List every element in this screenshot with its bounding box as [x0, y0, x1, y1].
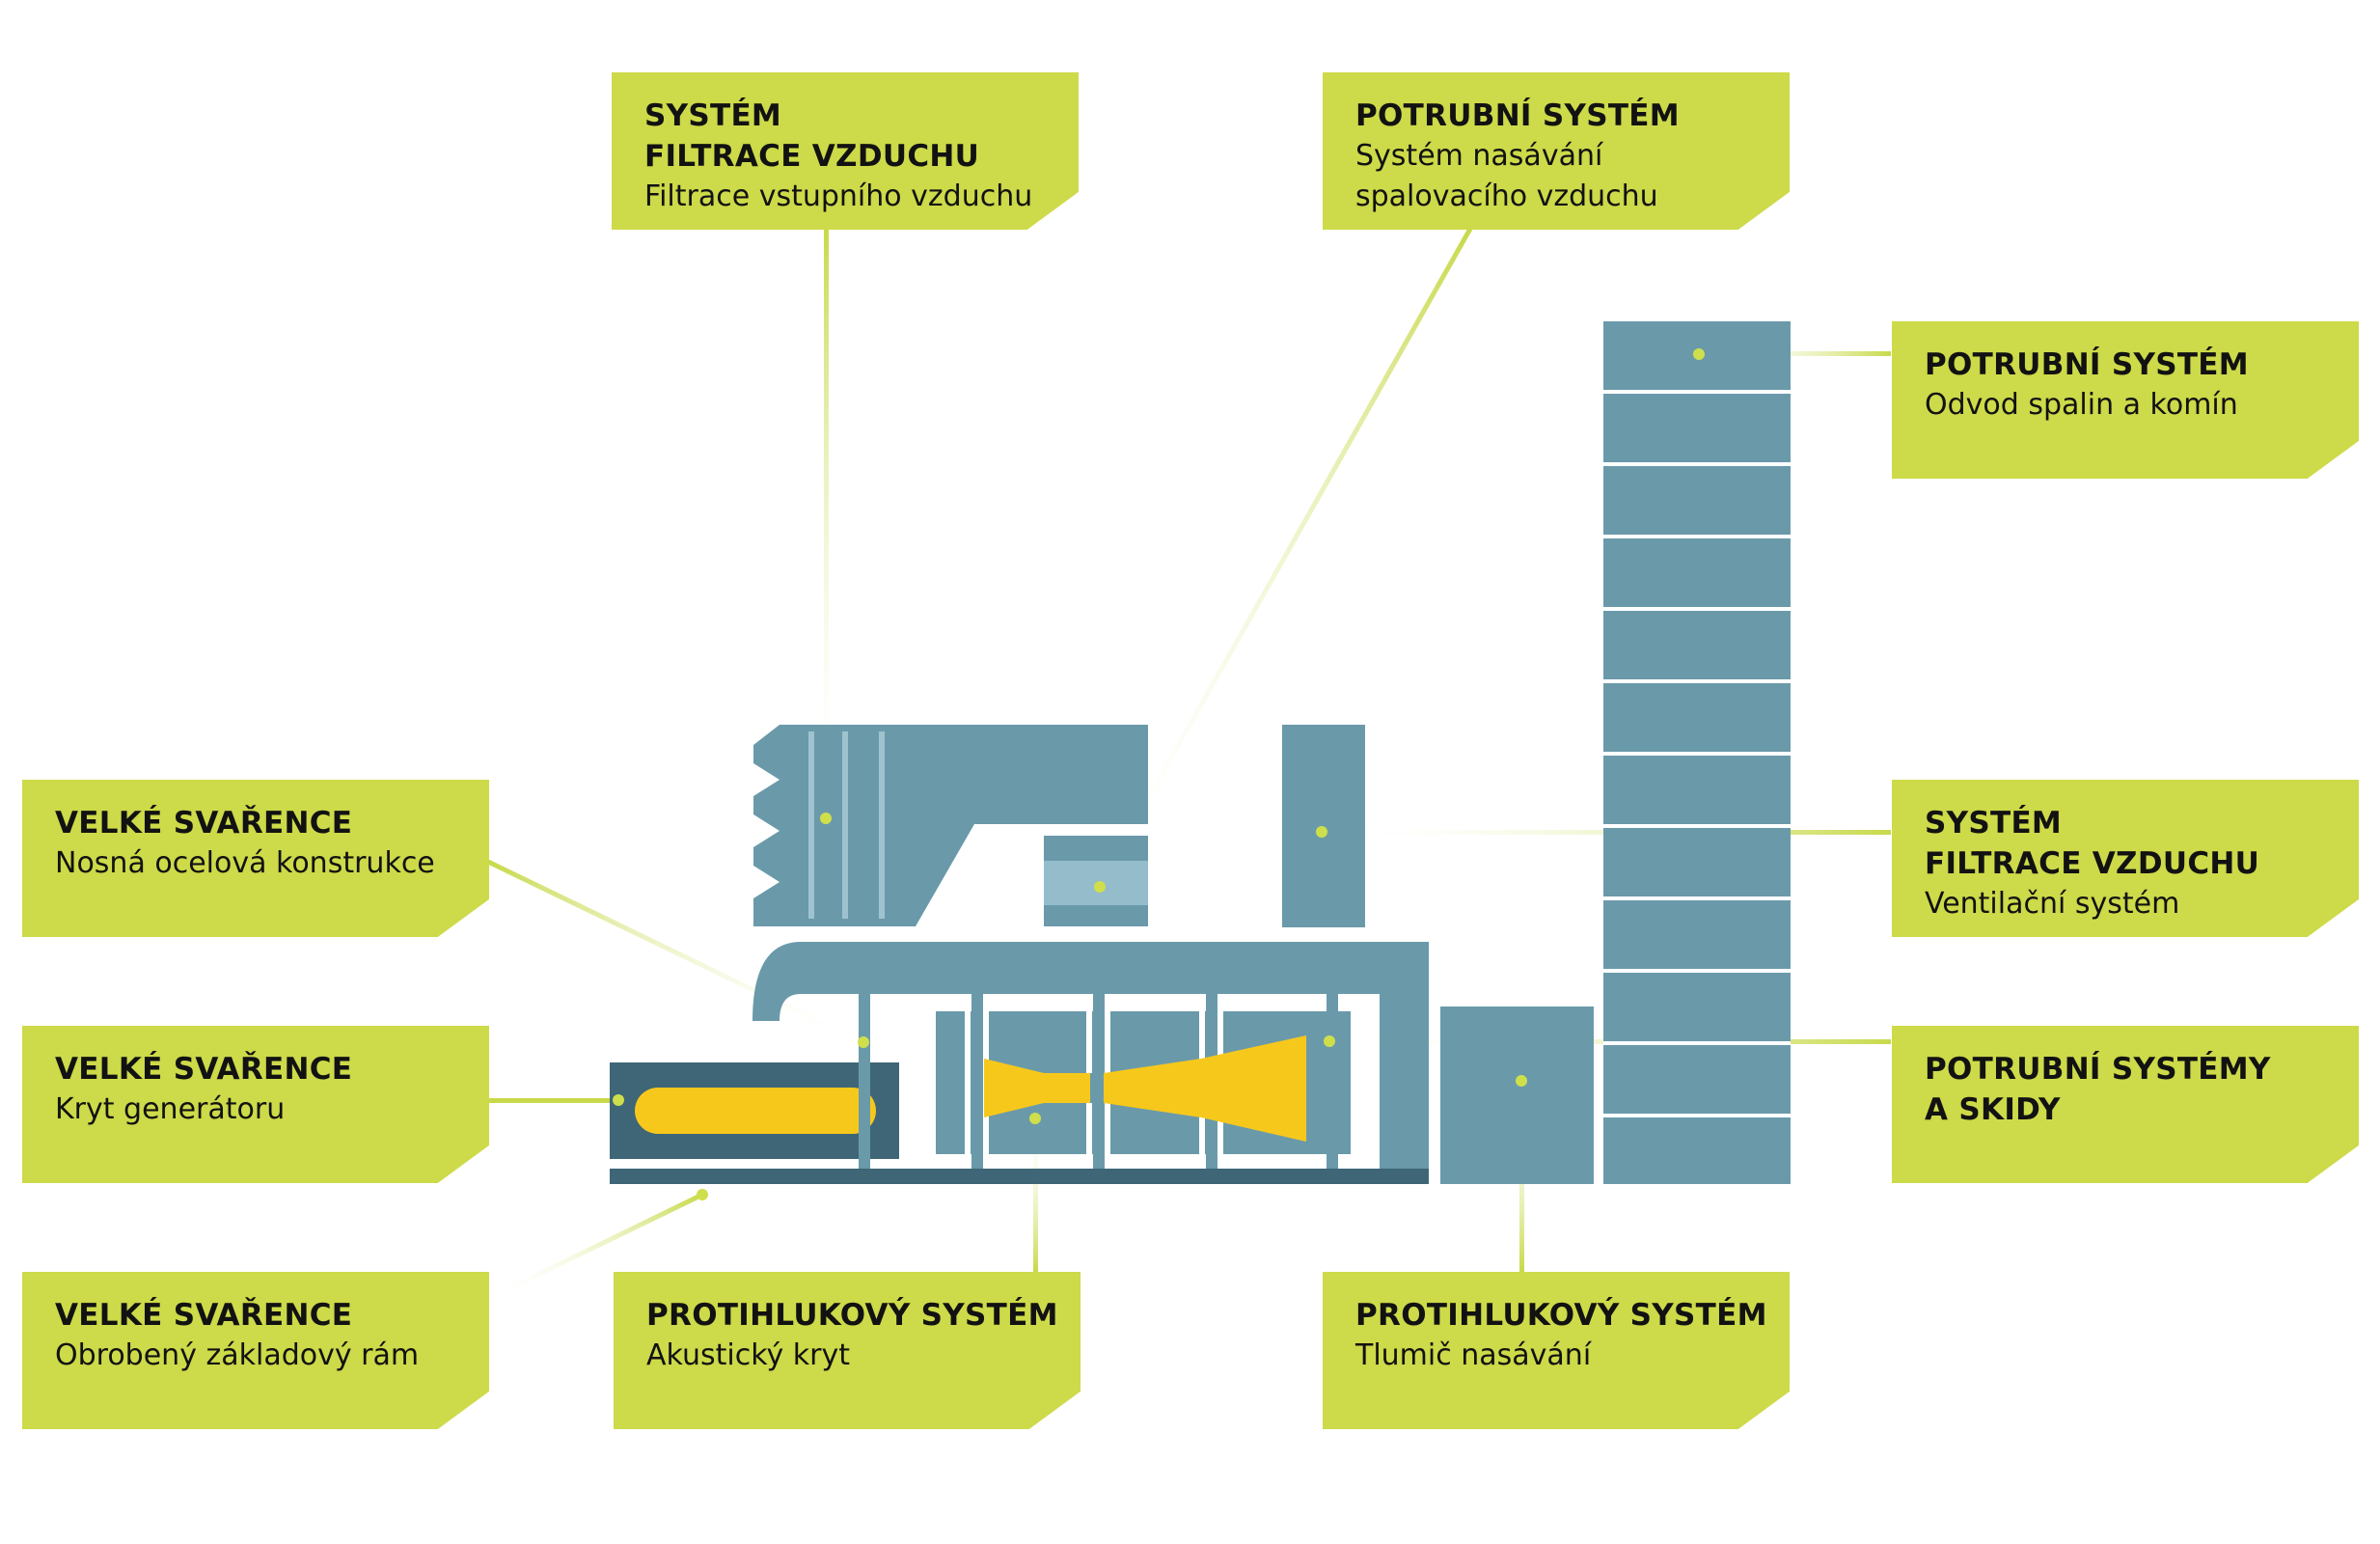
callout-subtitle: Odvod spalin a komín — [1925, 388, 2238, 422]
callout-subtitle: Obrobený základový rám — [55, 1338, 420, 1372]
callout-welded-base: VELKÉ SVAŘENCE Obrobený základový rám — [22, 1272, 489, 1429]
connector-piping-intake — [1097, 227, 1473, 886]
callout-heading: SYSTÉM — [644, 98, 782, 133]
callout-subtitle: Filtrace vstupního vzduchu — [644, 179, 1033, 213]
dot-enclosure — [1029, 1113, 1041, 1124]
callout-subtitle: Kryt generátoru — [55, 1092, 286, 1126]
dot-exhaust-stack — [1693, 348, 1705, 360]
gas-turbine — [984, 1035, 1306, 1142]
callout-piping-exhaust: POTRUBNÍ SYSTÉM Odvod spalin a komín — [1892, 321, 2359, 479]
base-frame — [610, 1169, 1429, 1184]
connector-noise-enclosure — [1033, 1117, 1038, 1272]
dot-ventilation — [1316, 826, 1327, 838]
callout-dots — [613, 348, 1705, 1200]
callout-heading: VELKÉ SVAŘENCE — [55, 1052, 353, 1087]
callout-heading: SYSTÉM — [1925, 806, 2063, 841]
callout-subtitle: Nosná ocelová konstrukce — [55, 846, 435, 880]
callout-heading: PROTIHLUKOVÝ SYSTÉM — [1355, 1298, 1767, 1333]
filter-bar-3 — [879, 731, 885, 919]
callout-air-filtration-vent: SYSTÉM FILTRACE VZDUCHU Ventilační systém — [1892, 780, 2359, 937]
callout-heading: FILTRACE VZDUCHU — [1925, 846, 2260, 881]
dot-intake — [1094, 881, 1106, 893]
connector-generator — [488, 1098, 616, 1103]
callout-air-filtration-inlet: SYSTÉM FILTRACE VZDUCHU Filtrace vstupního… — [612, 72, 1079, 230]
callout-welded-frame: VELKÉ SVAŘENCE Nosná ocelová konstrukce — [22, 780, 489, 937]
callout-piping-skids: POTRUBNÍ SYSTÉMY A SKIDY — [1892, 1026, 2359, 1183]
dot-generator — [613, 1094, 624, 1106]
dot-base-frame — [697, 1189, 708, 1200]
intake-silencer — [1440, 1006, 1594, 1184]
callout-subtitle: spalovacího vzduchu — [1355, 179, 1658, 213]
enclosure-frame — [752, 942, 1429, 1169]
connector-welded-frame — [486, 859, 865, 1046]
callout-heading: PROTIHLUKOVÝ SYSTÉM — [646, 1298, 1058, 1333]
callout-welded-generator: VELKÉ SVAŘENCE Kryt generátoru — [22, 1026, 489, 1183]
air-filter-house — [753, 725, 1148, 926]
callout-heading: FILTRACE VZDUCHU — [644, 139, 980, 174]
connector-air-filtration-top — [824, 229, 829, 821]
callout-heading: VELKÉ SVAŘENCE — [55, 806, 353, 841]
turbine-shaft — [1090, 1073, 1104, 1103]
dot-frame — [858, 1036, 869, 1048]
callout-heading: A SKIDY — [1925, 1092, 2061, 1127]
connector-piping-exhaust — [1704, 351, 1891, 356]
dot-silencer — [1516, 1075, 1527, 1087]
connector-welded-base — [486, 1192, 704, 1302]
filter-bar-1 — [808, 731, 814, 919]
callout-heading: POTRUBNÍ SYSTÉM — [1355, 98, 1680, 133]
generator-post — [859, 1062, 870, 1159]
dot-air-filter — [820, 813, 832, 824]
machine — [610, 321, 1791, 1184]
callout-subtitle: Ventilační systém — [1925, 887, 2180, 921]
callout-noise-silencer: PROTIHLUKOVÝ SYSTÉM Tlumič nasávání — [1323, 1272, 1790, 1429]
generator-rotor — [635, 1088, 876, 1134]
callout-subtitle: Systém nasávání — [1355, 139, 1603, 173]
callout-heading: VELKÉ SVAŘENCE — [55, 1298, 353, 1333]
callout-piping-intake: POTRUBNÍ SYSTÉM Systém nasávání spalovacíh… — [1323, 72, 1790, 230]
callout-noise-enclosure: PROTIHLUKOVÝ SYSTÉM Akustický kryt — [614, 1272, 1081, 1429]
dot-skids — [1324, 1035, 1335, 1047]
filter-bar-2 — [842, 731, 848, 919]
stack-segment-lines — [1603, 390, 1791, 1117]
ventilation-unit — [1282, 725, 1365, 927]
callout-subtitle: Akustický kryt — [646, 1338, 851, 1372]
callout-heading: POTRUBNÍ SYSTÉMY — [1925, 1052, 2271, 1087]
callout-heading: POTRUBNÍ SYSTÉM — [1925, 347, 2249, 382]
callout-subtitle: Tlumič nasávání — [1355, 1338, 1592, 1372]
